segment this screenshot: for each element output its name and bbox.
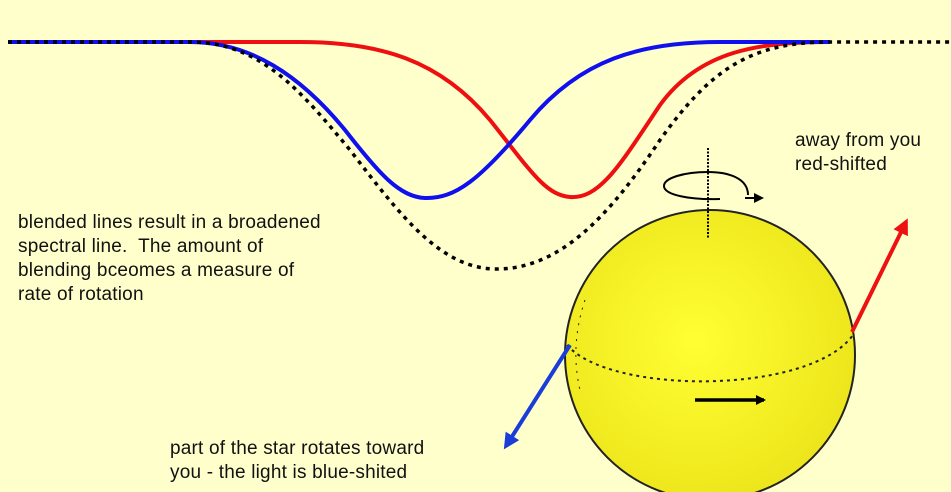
blended-lines-label: blended lines result in a broadened spec…	[18, 211, 321, 307]
rotation-ellipse	[664, 172, 748, 199]
blue-shifted-label: part of the star rotates toward you - th…	[170, 437, 424, 485]
red-shifted-label: away from you red-shifted	[795, 129, 921, 177]
blue-velocity-arrow	[506, 345, 570, 446]
red-shifted-line	[8, 42, 830, 197]
star-sphere	[565, 210, 855, 492]
star	[565, 210, 855, 492]
red-velocity-arrow	[852, 222, 906, 332]
